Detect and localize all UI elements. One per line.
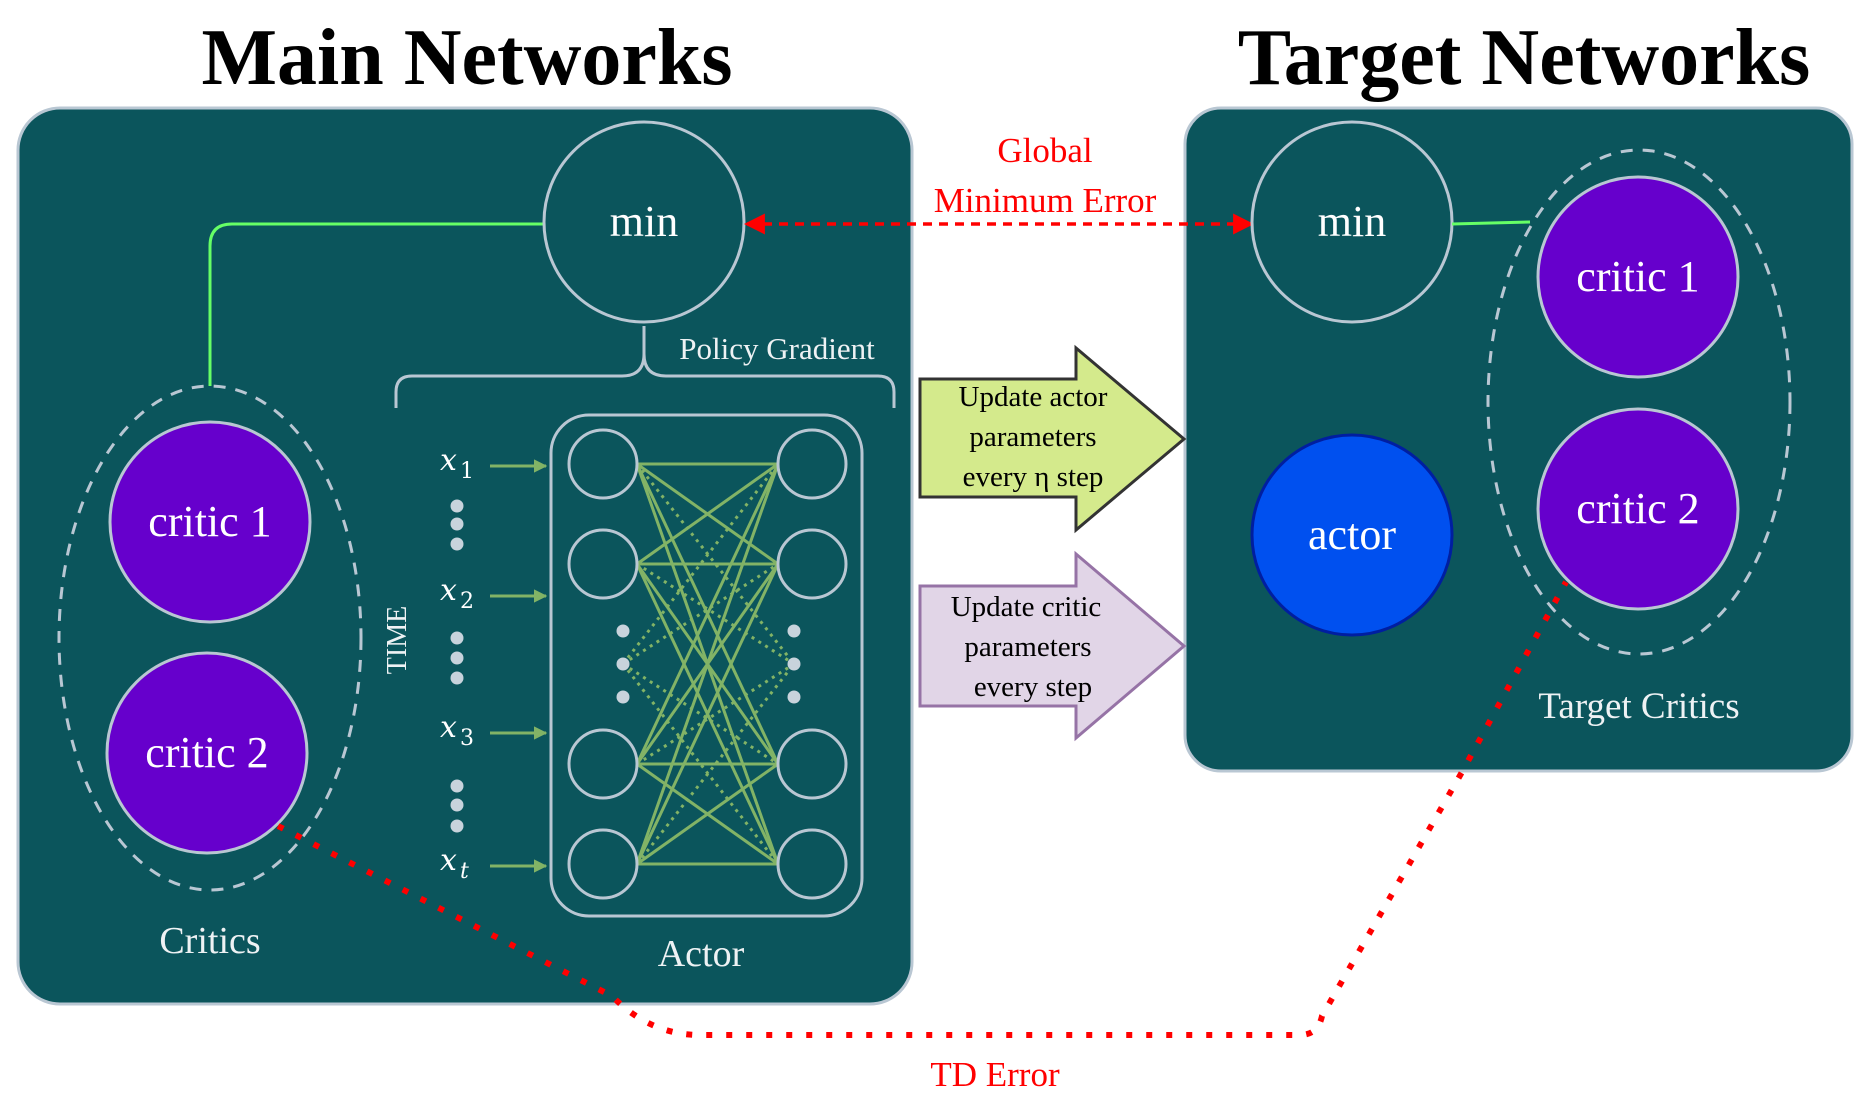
ellipsis-dot xyxy=(787,624,801,638)
update-critic-line-3: every step xyxy=(974,671,1092,703)
target-min-node: min xyxy=(1250,120,1454,324)
time-ellipsis-dot xyxy=(450,537,464,551)
main-critic-1-node: critic 1 xyxy=(108,420,312,624)
actor-network-box xyxy=(549,413,864,918)
update-actor-line-3: every η step xyxy=(963,461,1104,493)
nn-edge-dotted xyxy=(621,463,780,665)
nn-input-neuron xyxy=(567,528,639,600)
nn-input-neuron xyxy=(567,828,639,900)
update-critic-line-1: Update critic xyxy=(951,591,1102,623)
nn-edge xyxy=(635,463,780,765)
time-ellipsis-dot xyxy=(450,517,464,531)
main-critic-2-label: critic 2 xyxy=(145,728,268,777)
target-actor-label: actor xyxy=(1308,510,1396,559)
input-subscript: 2 xyxy=(460,589,474,614)
main-min-node: min xyxy=(542,120,746,324)
actor-network-ellipsis xyxy=(616,624,801,704)
target-critic-2-label: critic 2 xyxy=(1576,484,1699,533)
target-min-label: min xyxy=(1318,197,1386,246)
input-variable: x xyxy=(440,710,457,745)
nn-edge-dotted xyxy=(622,662,779,766)
target-actor-node: actor xyxy=(1250,433,1454,637)
time-ellipsis-dot xyxy=(450,499,464,513)
nn-output-neuron xyxy=(776,828,848,900)
main-critic-1-label: critic 1 xyxy=(148,497,271,546)
time-ellipsis-dot xyxy=(450,631,464,645)
policy-gradient-label: Policy Gradient xyxy=(679,331,875,366)
ellipsis-dot xyxy=(616,624,630,638)
nn-edge xyxy=(636,762,779,866)
ellipsis-dot xyxy=(616,657,630,671)
nn-edge-dotted xyxy=(635,663,796,865)
global-error-label-line2: Minimum Error xyxy=(934,181,1157,220)
time-ellipsis-dot xyxy=(450,819,464,833)
time-ellipsis-dot xyxy=(450,651,464,665)
update-actor-arrow: Update actor parameters every η step xyxy=(918,344,1187,534)
time-ellipsis-dot xyxy=(450,779,464,793)
ellipsis-dot xyxy=(616,690,630,704)
td-error-label: TD Error xyxy=(930,1055,1060,1094)
nn-output-neuron xyxy=(776,428,848,500)
nn-edge xyxy=(635,463,780,865)
main-min-critics-link xyxy=(208,222,545,386)
update-critic-arrow: Update critic parameters every step xyxy=(918,550,1187,742)
target-min-critics-link xyxy=(1451,220,1531,226)
main-min-label: min xyxy=(610,197,678,246)
main-critic-2-node: critic 2 xyxy=(105,651,309,855)
input-subscript: 3 xyxy=(460,726,474,751)
input-variable: x xyxy=(440,573,457,608)
target-critic-2-node: critic 2 xyxy=(1536,407,1740,611)
ellipsis-dot xyxy=(787,657,801,671)
critics-group-outline xyxy=(57,384,363,892)
nn-edge xyxy=(635,563,780,865)
input-variable: x xyxy=(440,843,457,878)
nn-edge-dotted xyxy=(635,463,796,665)
target-critic-1-label: critic 1 xyxy=(1576,252,1699,301)
actor-label: Actor xyxy=(658,933,745,975)
ellipsis-dot xyxy=(787,690,801,704)
input-subscript: 1 xyxy=(460,459,474,484)
input-subscript: t xyxy=(460,859,469,884)
main-networks-title: Main Networks xyxy=(201,14,732,102)
nn-output-neuron xyxy=(776,528,848,600)
time-ellipsis-dot xyxy=(450,671,464,685)
time-axis-label: TIME xyxy=(382,606,413,674)
nn-input-neuron xyxy=(567,728,639,800)
update-actor-line-2: parameters xyxy=(969,421,1096,453)
nn-edge-dotted xyxy=(622,562,779,666)
policy-gradient-brace xyxy=(394,326,896,408)
nn-edge xyxy=(636,462,779,566)
critics-group-label: Critics xyxy=(159,920,260,962)
global-error-label-line1: Global xyxy=(997,131,1093,170)
nn-edge-dotted xyxy=(621,663,780,865)
nn-input-neuron xyxy=(567,428,639,500)
update-critic-line-2: parameters xyxy=(964,631,1091,663)
update-actor-line-1: Update actor xyxy=(959,381,1108,413)
nn-output-neuron xyxy=(776,728,848,800)
input-variable: x xyxy=(440,443,457,478)
target-networks-title: Target Networks xyxy=(1238,14,1811,102)
actor-network-nodes xyxy=(567,428,848,900)
target-critics-group-label: Target Critics xyxy=(1538,686,1739,727)
time-ellipsis-dot xyxy=(450,798,464,812)
target-critics-group-outline xyxy=(1486,148,1792,656)
actor-network-edges xyxy=(621,462,796,866)
target-critic-1-node: critic 1 xyxy=(1536,175,1740,379)
